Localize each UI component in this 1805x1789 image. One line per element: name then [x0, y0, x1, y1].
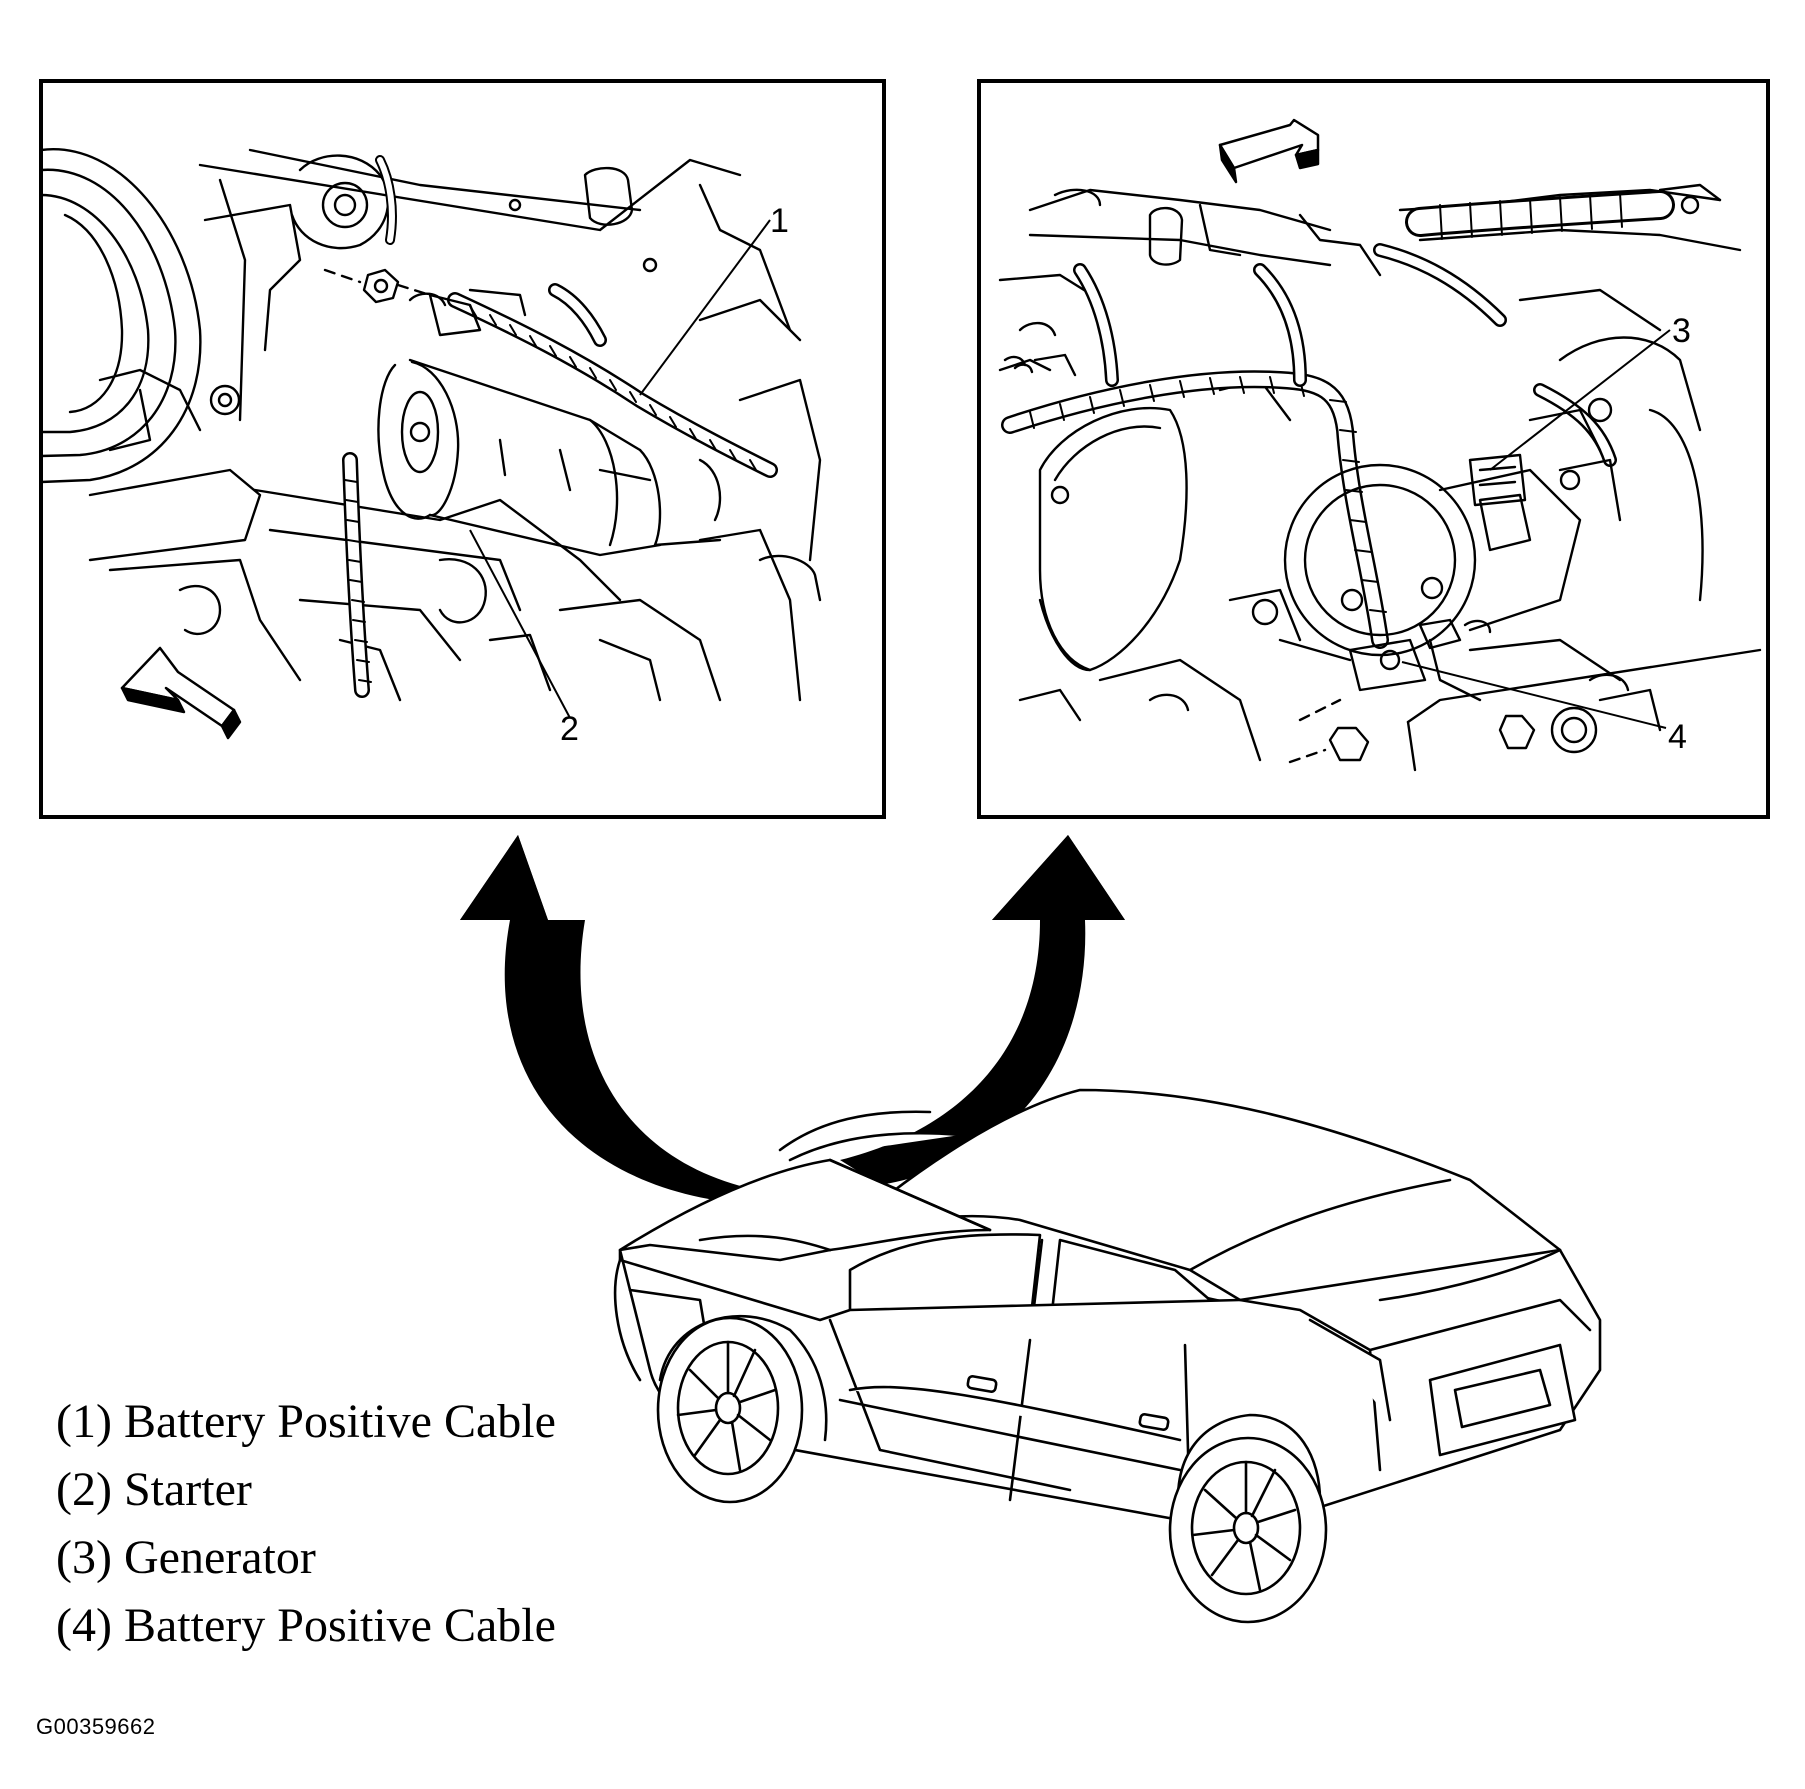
- starter-detail-panel: 1 2: [39, 79, 886, 819]
- battery-positive-cable-1-drawing: [408, 283, 778, 478]
- engine-block-drawing: [88, 148, 822, 702]
- leader-line-2: [469, 529, 571, 719]
- legend-item-starter: (2) Starter: [56, 1463, 252, 1516]
- starter-terminal-nut-drawing: [323, 155, 432, 304]
- harness-drawing: [342, 452, 372, 698]
- hollow-forward-arrow-icon: [1218, 118, 1320, 184]
- legend-item-battery-positive-cable-1: (1) Battery Positive Cable: [56, 1395, 556, 1448]
- generator-connector-drawing: [1468, 453, 1527, 507]
- callout-4: 4: [1668, 718, 1687, 756]
- callout-2: 2: [560, 710, 579, 748]
- hollow-forward-arrow-icon: [120, 646, 242, 740]
- coolant-hose-drawing: [1405, 183, 1722, 240]
- curved-pointer-arrow-icon: [460, 835, 1125, 1205]
- starter-motor-drawing: [377, 358, 722, 557]
- generator-drawing: [1283, 397, 1704, 702]
- crank-pulley-drawing: [41, 148, 202, 484]
- callout-1: 1: [770, 202, 789, 240]
- vehicle-drawing: [613, 1088, 1602, 1624]
- generator-detail-panel: 3 4: [977, 79, 1770, 819]
- leader-line-3: [1489, 329, 1671, 471]
- leader-line-4: [1401, 661, 1667, 729]
- battery-positive-cable-4-drawing: [1278, 618, 1492, 722]
- legend-list: (1) Battery Positive Cable (2) Starter (…: [56, 1388, 556, 1660]
- leader-line-1: [639, 219, 771, 396]
- callout-3: 3: [1672, 312, 1691, 350]
- engine-top-drawing: [998, 188, 1742, 432]
- legend-item-battery-positive-cable-4: (4) Battery Positive Cable: [56, 1599, 556, 1652]
- figure-id: G00359662: [36, 1714, 156, 1739]
- lower-mounting-drawing: [1018, 588, 1762, 772]
- legend-item-generator: (3) Generator: [56, 1531, 316, 1584]
